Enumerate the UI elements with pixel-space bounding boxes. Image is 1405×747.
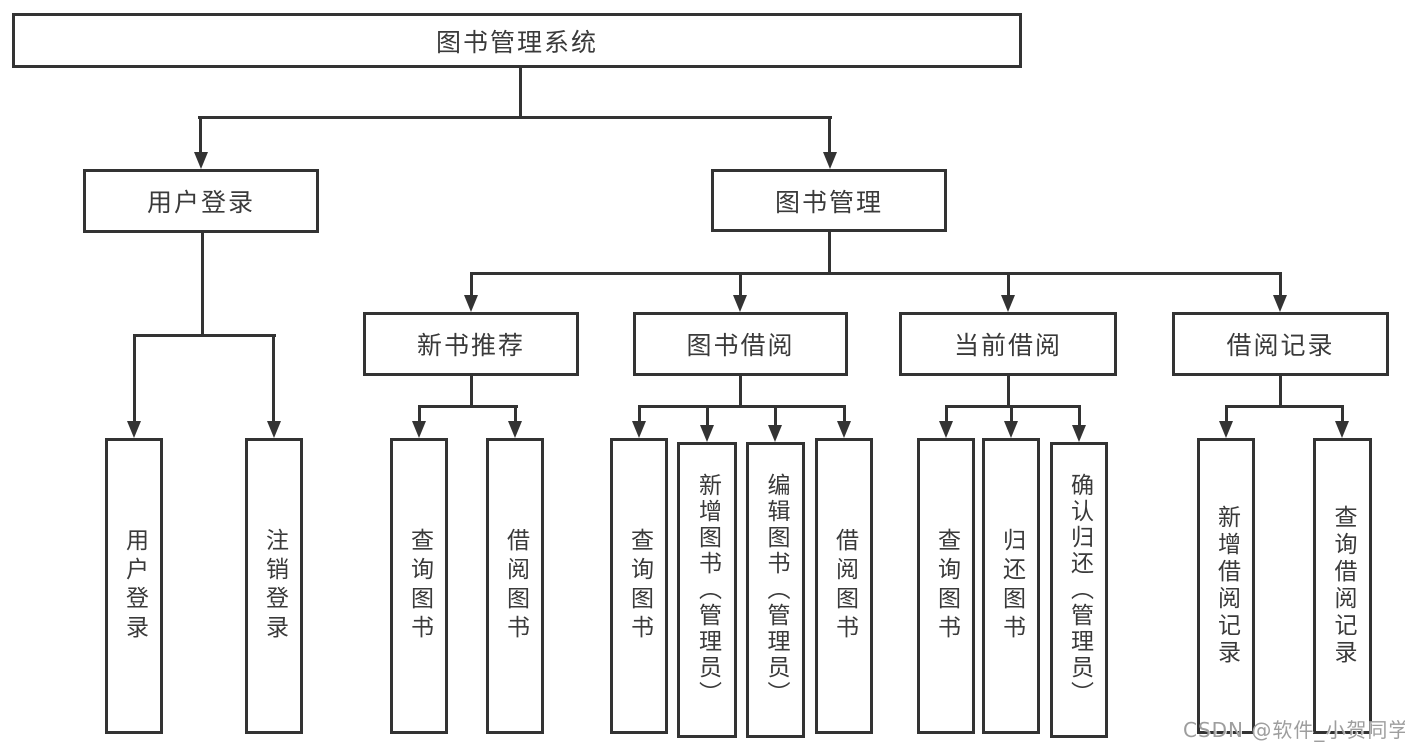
connector-drop-c4 <box>843 405 846 423</box>
leaf-add-books-admin: 新增图书（管理员） <box>677 442 737 738</box>
leaf-borrow-books-borrowing: 借阅图书 <box>815 438 873 734</box>
arrowhead-e1 <box>1219 421 1233 438</box>
connector-user-login-bus <box>133 334 276 337</box>
leaf-query-books-recommend: 查询图书 <box>390 438 448 734</box>
arrowhead-c4 <box>837 421 851 438</box>
connector-drop-e1 <box>1225 405 1228 423</box>
connector-new-book-stem <box>470 376 473 408</box>
connector-borrow-records-bus <box>1225 405 1344 408</box>
arrowhead-b2 <box>508 421 522 438</box>
connector-borrow-records-stem <box>1279 376 1282 408</box>
node-library-management-system: 图书管理系统 <box>12 13 1022 68</box>
connector-book-borrow-stem <box>739 376 742 408</box>
leaf-edit-books-admin: 编辑图书（管理员） <box>746 442 805 738</box>
node-book-borrowing: 图书借阅 <box>633 312 848 376</box>
connector-drop-leaf-logout <box>272 334 275 422</box>
arrowhead-borrow-records <box>1273 295 1287 312</box>
arrowhead-b1 <box>412 421 426 438</box>
connector-book-borrow-bus <box>638 405 846 408</box>
arrowhead-user-login <box>194 152 208 169</box>
arrowhead-c3 <box>768 425 782 442</box>
connector-drop-c3 <box>774 405 777 427</box>
connector-drop-current-borrow <box>1007 272 1010 297</box>
arrowhead-new-book <box>464 295 478 312</box>
arrowhead-c2 <box>700 425 714 442</box>
connector-current-borrow-bus <box>945 405 1081 408</box>
arrowhead-current-borrow <box>1001 295 1015 312</box>
connector-level2-bus <box>198 116 832 119</box>
leaf-add-borrow-record: 新增借阅记录 <box>1197 438 1255 734</box>
connector-drop-borrow-records <box>1279 272 1282 297</box>
connector-drop-user-login <box>199 116 202 153</box>
connector-drop-leaf-user-login <box>133 334 136 422</box>
node-new-book-recommend: 新书推荐 <box>363 312 579 376</box>
connector-drop-e2 <box>1341 405 1344 423</box>
leaf-logout-login: 注销登录 <box>245 438 303 734</box>
leaf-query-books-current: 查询图书 <box>917 438 975 734</box>
connector-drop-book-management <box>828 116 831 153</box>
connector-drop-book-borrow <box>739 272 742 297</box>
arrowhead-d1 <box>939 421 953 438</box>
connector-current-borrow-stem <box>1007 376 1010 408</box>
leaf-return-books: 归还图书 <box>982 438 1040 734</box>
connector-drop-b1 <box>418 405 421 423</box>
node-current-borrowing: 当前借阅 <box>899 312 1117 376</box>
connector-drop-c2 <box>706 405 709 427</box>
csdn-watermark: CSDN @软件_小贺同学 <box>1183 718 1405 742</box>
connector-drop-b2 <box>514 405 517 423</box>
connector-drop-d2 <box>1010 405 1013 423</box>
connector-root-stem <box>519 66 522 119</box>
leaf-user-login: 用户登录 <box>105 438 163 734</box>
arrowhead-book-management <box>823 152 837 169</box>
connector-level3-bus <box>470 272 1282 275</box>
arrowhead-leaf-user-login <box>127 421 141 438</box>
leaf-confirm-return-admin: 确认归还（管理员） <box>1050 442 1108 738</box>
node-user-login: 用户登录 <box>83 169 319 233</box>
leaf-borrow-books-recommend: 借阅图书 <box>486 438 544 734</box>
connector-drop-c1 <box>638 405 641 423</box>
node-borrowing-records: 借阅记录 <box>1172 312 1389 376</box>
connector-user-login-stem <box>201 233 204 337</box>
connector-book-management-stem <box>828 232 831 275</box>
leaf-query-borrow-record: 查询借阅记录 <box>1313 438 1372 734</box>
arrowhead-book-borrow <box>733 295 747 312</box>
arrowhead-leaf-logout <box>267 421 281 438</box>
connector-drop-new-book <box>470 272 473 297</box>
connector-drop-d3 <box>1078 405 1081 427</box>
arrowhead-d2 <box>1004 421 1018 438</box>
connector-drop-d1 <box>945 405 948 423</box>
connector-new-book-bus <box>418 405 518 408</box>
arrowhead-d3 <box>1072 425 1086 442</box>
arrowhead-c1 <box>632 421 646 438</box>
node-book-management: 图书管理 <box>711 169 947 232</box>
leaf-query-books-borrowing: 查询图书 <box>610 438 668 734</box>
arrowhead-e2 <box>1335 421 1349 438</box>
